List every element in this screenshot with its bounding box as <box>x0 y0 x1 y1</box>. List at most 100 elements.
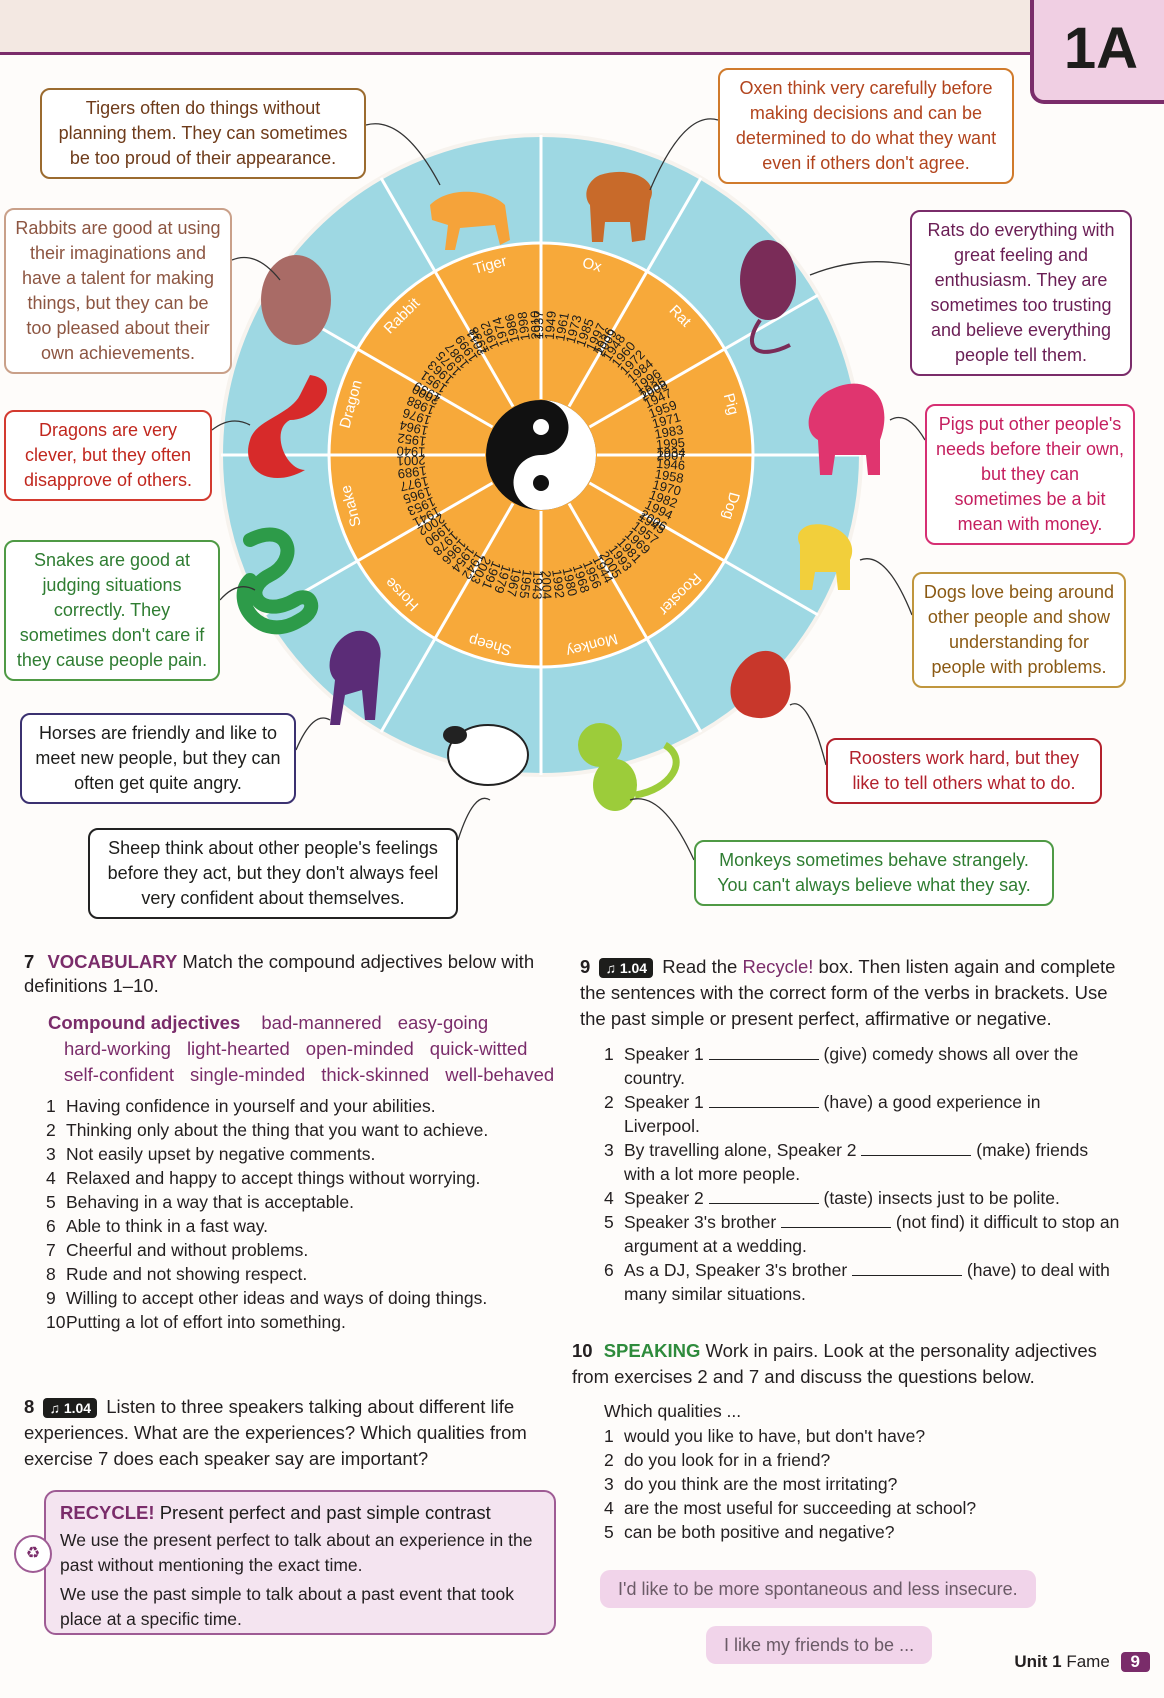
wheel-year-label: 1937 <box>531 310 546 339</box>
sheep-icon <box>443 724 529 786</box>
item-text: Speaker 3's brother (not find) it diffic… <box>624 1210 1120 1258</box>
connector-line <box>859 558 913 616</box>
item-number: 1 <box>46 1096 56 1116</box>
pig-icon <box>808 383 885 475</box>
top-band <box>0 0 1164 52</box>
exercise-9: 9 ♫ 1.04 Read the Recycle! box. Then lis… <box>580 954 1120 1306</box>
connector-line <box>889 416 926 441</box>
wheel-year-label: 1949 <box>542 310 559 340</box>
callout-dog: Dogs love being around other people and … <box>912 572 1126 688</box>
wheel-year-label: 1986 <box>502 313 523 344</box>
item-text: Thinking only about the thing that you w… <box>66 1120 489 1140</box>
rabbit-icon <box>261 255 331 345</box>
item-number: 2 <box>604 1092 614 1112</box>
item-text: would you like to have, but don't have? <box>624 1426 926 1446</box>
answer-blank[interactable] <box>708 1043 819 1060</box>
footer-unit: Unit 1 <box>1014 1652 1062 1671</box>
item-number: 6 <box>46 1216 56 1236</box>
wheel-year-label: 1943 <box>530 570 546 599</box>
wheel-spoke <box>567 177 703 408</box>
callout-tiger: Tigers often do things without planning … <box>40 88 366 179</box>
wheel-year-label: 1970 <box>651 477 683 499</box>
speech-bubble-2: I like my friends to be ... <box>706 1626 933 1664</box>
ox-icon <box>586 171 652 242</box>
item-text: Behaving in a way that is acceptable. <box>66 1192 354 1212</box>
wheel-year-label: 1961 <box>552 311 572 342</box>
monkey-icon <box>578 723 680 811</box>
connector-line <box>295 717 331 751</box>
wheel-spoke <box>379 502 515 733</box>
recycle-link[interactable]: Recycle! <box>742 956 814 977</box>
wheel-year-label: 1955 <box>517 569 536 600</box>
connector-line <box>457 797 491 841</box>
item-number: 2 <box>46 1120 56 1140</box>
sentence-end: (not find) it difficult to stop an argum… <box>624 1212 1120 1256</box>
connector-line <box>211 420 251 431</box>
exercise-10: 10 SPEAKING Work in pairs. Look at the p… <box>572 1338 1120 1544</box>
item-number: 4 <box>604 1498 614 1518</box>
answer-blank[interactable] <box>708 1091 819 1108</box>
answer-blank[interactable] <box>852 1259 963 1276</box>
callout-pig: Pigs put other people's needs before the… <box>925 404 1135 545</box>
sentence-start: As a DJ, Speaker 3's brother <box>624 1260 853 1280</box>
item-text: do you think are the most irritating? <box>624 1474 898 1494</box>
wheel-year-label: 1977 <box>399 474 430 495</box>
adjective-item: well-behaved <box>445 1064 555 1085</box>
recycle-icon: ♻ <box>14 1535 52 1573</box>
item-number: 4 <box>46 1168 56 1188</box>
item-number: 3 <box>604 1474 614 1494</box>
adjective-item: light-hearted <box>186 1038 290 1059</box>
item-text: As a DJ, Speaker 3's brother (have) to d… <box>624 1258 1120 1306</box>
item-number: 5 <box>46 1192 56 1212</box>
item-number: 10 <box>46 1312 66 1332</box>
connector-line <box>231 256 281 281</box>
audio-track-icon[interactable]: ♫ 1.04 <box>43 1398 98 1418</box>
wheel-year-label: 1946 <box>656 456 686 473</box>
sentence-start: Speaker 1 <box>624 1092 709 1112</box>
item-text: can be both positive and negative? <box>624 1522 895 1542</box>
answer-blank[interactable] <box>861 1139 972 1156</box>
ex8-number: 8 <box>24 1396 35 1417</box>
answer-blank[interactable] <box>708 1187 819 1204</box>
wheel-animal-label: Dog <box>719 490 743 521</box>
item-text: Speaker 1 (have) a good experience in Li… <box>624 1090 1120 1138</box>
wheel-year-label: 1964 <box>398 418 429 439</box>
list-item: 5 Behaving in a way that is acceptable. <box>46 1190 564 1214</box>
connector-line <box>809 261 911 276</box>
list-item: 2 Speaker 1 (have) a good experience in L… <box>604 1090 1120 1138</box>
horse-icon <box>329 630 381 725</box>
ex10-number: 10 <box>572 1340 593 1361</box>
item-text: Speaker 2 (taste) insects just to be pol… <box>624 1186 1060 1210</box>
ex10-instructions: Work in pairs. Look at the personality a… <box>572 1340 1097 1387</box>
item-number: 3 <box>604 1140 614 1160</box>
ex7-heading: VOCABULARY <box>47 951 178 972</box>
wheel-year-label: 1940 <box>396 444 425 460</box>
sentence-start: Speaker 1 <box>624 1044 709 1064</box>
top-rule <box>0 52 1030 55</box>
callout-rooster: Roosters work hard, but they like to tel… <box>826 738 1102 804</box>
item-number: 3 <box>46 1144 56 1164</box>
wheel-animal-label: Pig <box>720 391 742 416</box>
exercise-8: 8 ♫ 1.04 Listen to three speakers talkin… <box>24 1394 564 1472</box>
answer-blank[interactable] <box>781 1211 892 1228</box>
adjective-item: open-minded <box>305 1038 414 1059</box>
audio-track-icon[interactable]: ♫ 1.04 <box>599 958 654 978</box>
item-number: 1 <box>604 1044 614 1064</box>
unit-badge: 1A <box>1030 0 1164 104</box>
